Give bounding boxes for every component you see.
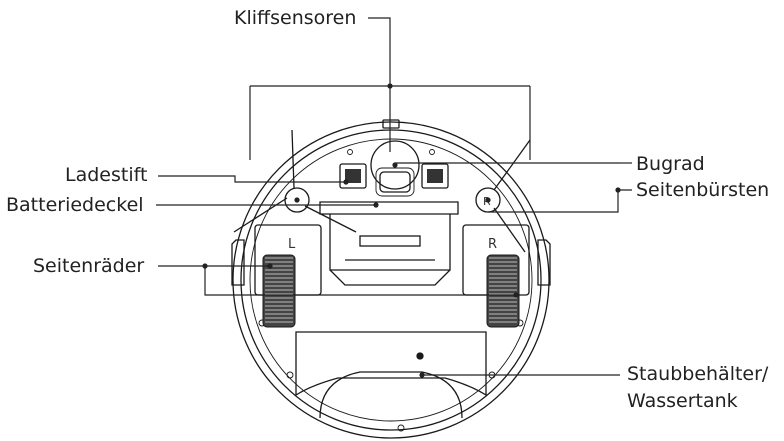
label-staubbehaelter: Staubbehälter/: [627, 363, 769, 385]
screws: [258, 149, 524, 432]
cliff-sensor-left: [339, 163, 367, 189]
wheel-tire: [486, 254, 520, 328]
leader-seitenraeder: [158, 263, 519, 298]
right-wheel-marking: R: [488, 237, 497, 252]
label-seitenbuersten: Seitenbürsten: [636, 179, 770, 201]
front-wheel: [370, 140, 420, 197]
left-wheel-marking: L: [288, 237, 296, 252]
side-wheel-left: [262, 254, 296, 328]
label-bugrad: Bugrad: [636, 153, 705, 175]
side-wheel-right: [486, 254, 520, 328]
dust-bin: [295, 331, 487, 419]
leader-staubbehaelter: [419, 372, 620, 378]
battery-cover: [319, 201, 459, 286]
cliff-sensor-right: [421, 163, 449, 189]
label-wassertank: Wassertank: [627, 390, 738, 412]
leader-batteriedeckel: [156, 197, 379, 208]
wheel-tire: [262, 254, 296, 328]
label-batteriedeckel: Batteriedeckel: [6, 194, 144, 216]
label-ladestift: Ladestift: [65, 164, 148, 186]
side-brush-left: [233, 129, 357, 233]
leader-kliffsensoren: [249, 17, 531, 168]
leader-bugrad: [394, 162, 632, 165]
label-seitenraeder: Seitenräder: [33, 255, 145, 277]
leader-ladestift: [158, 175, 349, 185]
leader-seitenbuersten: [485, 187, 632, 213]
robot-body: [231, 119, 551, 439]
label-kliffsensoren: Kliffsensoren: [234, 7, 357, 29]
